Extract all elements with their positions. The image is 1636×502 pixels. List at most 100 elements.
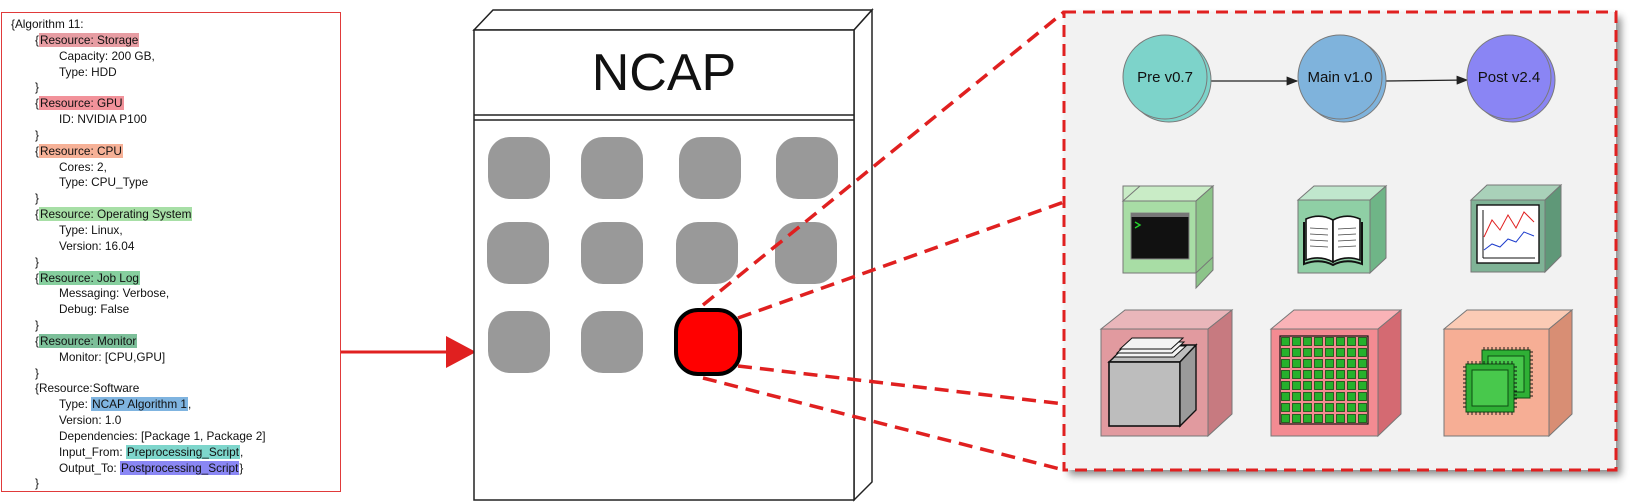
code-text: Type: bbox=[59, 397, 92, 412]
code-line: Cores: 2, bbox=[11, 160, 340, 176]
code-line: {Resource: Operating System bbox=[11, 207, 340, 223]
ncap-slot-grid bbox=[487, 137, 838, 376]
pipeline-stage-pre: Pre v0.7 bbox=[1122, 34, 1212, 123]
spec-to-ncap-arrowhead bbox=[446, 336, 476, 368]
zoom-panel-border bbox=[1062, 10, 1618, 472]
code-highlight: Resource: CPU bbox=[38, 143, 123, 158]
ncap-title: NCAP bbox=[592, 44, 736, 102]
ncap-slot[interactable] bbox=[488, 311, 550, 373]
code-line: Output_To: Postprocessing_Script} bbox=[11, 460, 340, 477]
code-text: { bbox=[35, 32, 39, 47]
ncap-slot[interactable] bbox=[488, 137, 550, 199]
code-text: { bbox=[35, 207, 39, 222]
ncap-slot[interactable] bbox=[487, 222, 549, 284]
code-text: } bbox=[35, 191, 39, 206]
code-line: Input_From: Preprocessing_Script, bbox=[11, 444, 340, 461]
code-line: } bbox=[11, 366, 340, 382]
ncap-slot[interactable] bbox=[676, 222, 738, 284]
monitor-chart-icon bbox=[1469, 183, 1563, 274]
code-text: } bbox=[239, 460, 244, 475]
code-text: {Algorithm 11: bbox=[11, 17, 84, 31]
code-text: { bbox=[35, 270, 39, 285]
code-highlight: Resource: Storage bbox=[38, 32, 140, 47]
book-icon bbox=[1296, 184, 1388, 275]
ncap-slot[interactable] bbox=[581, 311, 643, 373]
terminal-icon bbox=[1121, 184, 1215, 290]
code-line: Version: 1.0 bbox=[11, 413, 340, 429]
code-line: {Resource: Storage bbox=[11, 32, 340, 49]
code-line: Messaging: Verbose, bbox=[11, 286, 340, 302]
code-line: Type: NCAP Algorithm 1, bbox=[11, 397, 340, 413]
code-line: {Resource:Software bbox=[11, 381, 340, 397]
code-line: {Resource: CPU bbox=[11, 143, 340, 160]
code-line: } bbox=[11, 128, 340, 144]
code-text: ID: NVIDIA P100 bbox=[59, 112, 147, 127]
code-line: } bbox=[11, 318, 340, 334]
code-text: } bbox=[35, 365, 39, 380]
cpu-chip-icon bbox=[1442, 308, 1574, 438]
code-highlight: Resource: Monitor bbox=[38, 333, 138, 348]
code-line: } bbox=[11, 191, 340, 207]
code-highlight: Resource: Job Log bbox=[38, 270, 140, 285]
code-line: } bbox=[11, 255, 340, 271]
gpu-chip-icon bbox=[1269, 308, 1403, 438]
code-highlight: Postprocessing_Script bbox=[120, 460, 240, 475]
code-text: } bbox=[35, 476, 39, 491]
code-text: {Resource:Software bbox=[35, 381, 140, 396]
pipeline-stage-pre-label: Pre v0.7 bbox=[1137, 69, 1193, 86]
zoom-callout-lines bbox=[701, 10, 1066, 472]
code-text: } bbox=[35, 318, 39, 333]
ncap-slot-selected[interactable] bbox=[674, 308, 742, 376]
code-line: } bbox=[11, 80, 340, 96]
pipeline-stage-post: Post v2.4 bbox=[1466, 34, 1556, 123]
code-line: Version: 16.04 bbox=[11, 239, 340, 255]
code-text: } bbox=[35, 254, 39, 269]
code-text: Version: 1.0 bbox=[59, 413, 122, 428]
code-text: { bbox=[35, 333, 39, 348]
code-text: Output_To: bbox=[59, 460, 120, 475]
code-text: { bbox=[35, 143, 39, 158]
code-text: Monitor: [CPU,GPU] bbox=[59, 349, 166, 364]
code-text: Messaging: Verbose, bbox=[59, 286, 170, 301]
code-line: {Algorithm 11: bbox=[11, 17, 340, 33]
code-text: Input_From: bbox=[59, 444, 126, 459]
code-highlight: Preprocessing_Script bbox=[125, 444, 241, 459]
ncap-slot[interactable] bbox=[581, 222, 643, 284]
pipeline-stage-main: Main v1.0 bbox=[1297, 34, 1387, 123]
code-highlight: NCAP Algorithm 1 bbox=[91, 397, 188, 412]
code-highlight: Resource: Operating System bbox=[38, 207, 193, 222]
code-line: ID: NVIDIA P100 bbox=[11, 112, 340, 128]
code-text: } bbox=[35, 80, 39, 95]
code-line: {Resource: Monitor bbox=[11, 333, 340, 350]
code-line: Capacity: 200 GB, bbox=[11, 49, 340, 65]
code-text: , bbox=[240, 444, 244, 459]
code-line: Debug: False bbox=[11, 302, 340, 318]
code-text: Type: CPU_Type bbox=[59, 175, 149, 190]
ncap-slot[interactable] bbox=[776, 137, 838, 199]
code-text: { bbox=[35, 96, 39, 111]
code-line: Monitor: [CPU,GPU] bbox=[11, 350, 340, 366]
code-text: Debug: False bbox=[59, 302, 130, 317]
code-text: Type: Linux, bbox=[59, 222, 123, 237]
code-line: } bbox=[11, 476, 340, 492]
code-line: Type: HDD bbox=[11, 65, 340, 81]
pipeline-flow: Pre v0.7 Main v1.0 Post v2.4 bbox=[1122, 34, 1556, 123]
code-line: {Resource: GPU bbox=[11, 96, 340, 112]
ncap-slot[interactable] bbox=[679, 137, 741, 199]
pipeline-stage-main-label: Main v1.0 bbox=[1307, 69, 1372, 86]
code-line: Dependencies: [Package 1, Package 2] bbox=[11, 429, 340, 445]
pipeline-stage-post-label: Post v2.4 bbox=[1478, 69, 1541, 86]
code-line: Type: CPU_Type bbox=[11, 175, 340, 191]
code-text: Cores: 2, bbox=[59, 159, 107, 174]
ncap-slot[interactable] bbox=[581, 137, 643, 199]
storage-drive-icon bbox=[1099, 308, 1234, 438]
code-highlight: Resource: GPU bbox=[38, 96, 124, 111]
ncap-slot[interactable] bbox=[775, 222, 837, 284]
code-text: , bbox=[188, 397, 192, 412]
code-text: } bbox=[35, 127, 39, 142]
code-line: Type: Linux, bbox=[11, 223, 340, 239]
code-text: Type: HDD bbox=[59, 64, 117, 79]
code-text: Version: 16.04 bbox=[59, 238, 135, 253]
